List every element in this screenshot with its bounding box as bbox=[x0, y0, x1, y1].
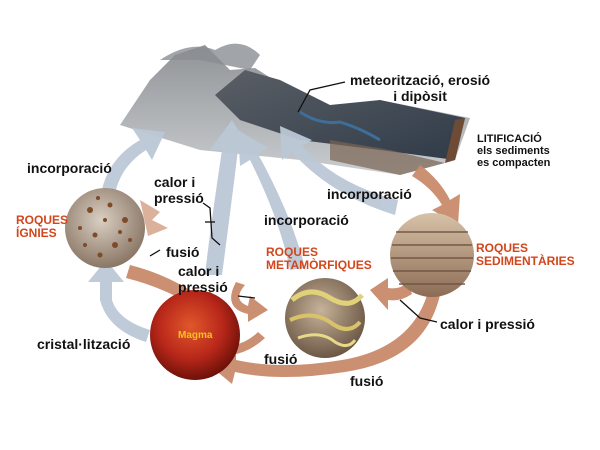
arrow-crystallization bbox=[88, 260, 150, 342]
lithification-title: LITIFICACIÓ bbox=[477, 133, 542, 145]
arrow-sedimentary-up bbox=[280, 126, 398, 215]
label-melting-bottom: fusió bbox=[350, 373, 384, 389]
metamorphic-line-2: METAMÒRFIQUES bbox=[266, 258, 372, 272]
igneous-line-1: ROQUES bbox=[16, 213, 69, 227]
metamorphic-rock bbox=[285, 278, 365, 358]
heat-pressure-mid-line-1: calor i bbox=[178, 263, 220, 279]
arrow-meta-loop bbox=[231, 282, 268, 322]
label-heat-pressure-mid: calor i pressió bbox=[178, 263, 228, 295]
ash-cloud bbox=[160, 43, 260, 70]
heat-pressure-top-line-2: pressió bbox=[154, 190, 204, 206]
label-melting-left: fusió bbox=[166, 244, 200, 260]
arrow-metamorphic-up bbox=[238, 130, 305, 270]
sedimentary-rock bbox=[390, 213, 474, 297]
label-incorporation-right: incorporació bbox=[327, 186, 412, 202]
lithification-line-1: els sediments bbox=[477, 145, 550, 157]
metamorphic-line-1: ROQUES bbox=[266, 245, 319, 259]
weathering-line-2: i dipòsit bbox=[393, 88, 447, 104]
landscape bbox=[120, 43, 470, 175]
igneous-line-2: ÍGNIES bbox=[16, 226, 57, 240]
volcano-plateau bbox=[215, 70, 465, 160]
label-igneous-rocks: ROQUES ÍGNIES bbox=[16, 214, 68, 240]
arrow-sedimentary-to-magma bbox=[208, 292, 440, 384]
label-metamorphic-rocks: ROQUES METAMÒRFIQUES bbox=[266, 246, 372, 272]
label-heat-pressure-right: calor i pressió bbox=[440, 316, 535, 332]
label-crystallization: cristal·lització bbox=[37, 336, 131, 352]
label-magma: Magma bbox=[178, 330, 213, 341]
igneous-rock bbox=[65, 188, 145, 268]
label-weathering: meteorització, erosió i dipòsit bbox=[350, 72, 490, 104]
label-melting-center: fusió bbox=[264, 351, 298, 367]
label-incorporation-left: incorporació bbox=[27, 160, 112, 176]
magma-sphere bbox=[150, 290, 240, 380]
label-heat-pressure-top: calor i pressió bbox=[154, 174, 204, 206]
sedimentary-line-2: SEDIMENTÀRIES bbox=[476, 254, 575, 268]
sedimentary-line-1: ROQUES bbox=[476, 241, 529, 255]
label-sedimentary-rocks: ROQUES SEDIMENTÀRIES bbox=[476, 242, 575, 268]
label-incorporation-middle: incorporació bbox=[264, 212, 349, 228]
heat-pressure-top-line-1: calor i bbox=[154, 174, 196, 190]
arrow-sedimentary-to-meta bbox=[370, 278, 412, 310]
incorporation-arrows bbox=[88, 120, 398, 342]
leader-lines bbox=[149, 81, 438, 323]
weathering-line-1: meteorització, erosió bbox=[350, 72, 491, 88]
arrow-igneous-to-surface bbox=[100, 128, 165, 200]
lithification-line-2: es compacten bbox=[477, 157, 551, 169]
heat-pressure-mid-line-2: pressió bbox=[178, 279, 228, 295]
arrow-lithification bbox=[412, 165, 460, 225]
arrow-metamorphic-up-left bbox=[205, 120, 250, 275]
label-lithification: LITIFICACIÓ els sediments es compacten bbox=[477, 133, 550, 169]
